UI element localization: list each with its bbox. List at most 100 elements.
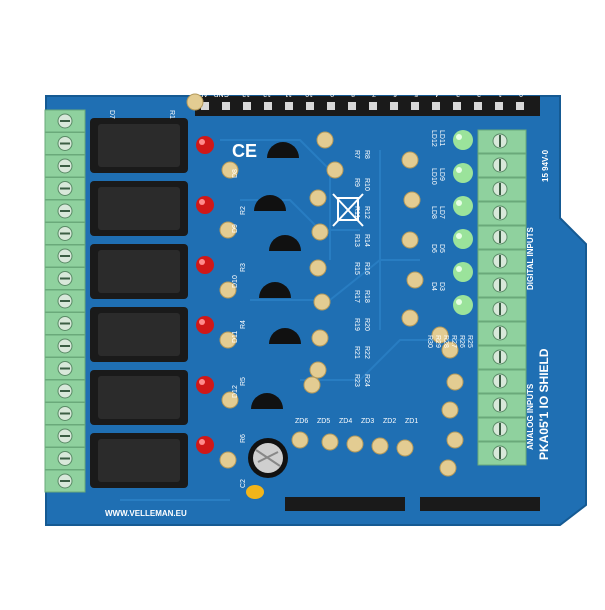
resistor <box>311 223 329 241</box>
ref-label: R1 <box>168 110 175 119</box>
header-pin <box>453 102 461 110</box>
ref-label: D10 <box>232 275 239 288</box>
red-led <box>196 196 214 214</box>
resistor <box>219 281 237 299</box>
header-pin <box>390 102 398 110</box>
ref-label: R26 <box>458 335 465 348</box>
input-terminal-blocks <box>477 129 527 466</box>
resistor <box>303 376 321 394</box>
transistor <box>251 393 283 409</box>
relay-terminal-blocks <box>44 109 86 493</box>
relay-stack <box>90 118 188 488</box>
ref-label: D7 <box>108 110 115 119</box>
header-pin <box>348 102 356 110</box>
green-led <box>453 295 473 315</box>
ref-label: ZD3 <box>361 418 374 425</box>
red-led <box>196 256 214 274</box>
green-led <box>453 163 473 183</box>
resistor <box>431 326 449 344</box>
ref-label: R20 <box>363 318 370 331</box>
resistor <box>311 329 329 347</box>
resistor <box>221 161 239 179</box>
transistor <box>269 235 301 251</box>
ref-label: D6 <box>430 244 437 253</box>
header-pin <box>222 102 230 110</box>
top-header <box>195 96 540 116</box>
ref-label: R7 <box>353 150 360 159</box>
ref-label: R21 <box>353 346 360 359</box>
ref-label: LD9 <box>438 168 445 181</box>
ref-label: D11 <box>232 331 239 343</box>
resistor <box>309 361 327 379</box>
resistor <box>316 131 334 149</box>
electrolytic-capacitor <box>248 438 288 478</box>
input-status-leds <box>453 130 473 315</box>
ref-label: R10 <box>363 178 370 191</box>
bottom-header-power <box>285 497 405 511</box>
header-pin-label: 4 <box>435 90 439 97</box>
header-pin-label: 7 <box>372 90 376 97</box>
header-pin-label: 11 <box>285 90 292 97</box>
red-led <box>196 376 214 394</box>
ref-label: R15 <box>353 262 360 275</box>
header-pin <box>306 102 314 110</box>
resistor <box>401 151 419 169</box>
transistor <box>267 142 299 158</box>
ref-label: LD11 <box>438 130 445 146</box>
ref-label: ZD1 <box>405 418 418 425</box>
header-pin-label: 8 <box>351 90 355 97</box>
resistor <box>446 431 464 449</box>
ref-label: R6 <box>240 434 247 443</box>
resistor <box>186 93 204 111</box>
ref-label: R24 <box>363 374 370 387</box>
ref-label: D9 <box>232 224 239 233</box>
ref-label: R17 <box>353 290 360 303</box>
ref-label: R30 <box>426 335 433 348</box>
ref-label: ZD4 <box>339 418 352 425</box>
header-pin-label: 2 <box>477 90 481 97</box>
ref-label: R22 <box>363 346 370 359</box>
resistor <box>446 373 464 391</box>
resistor <box>291 431 309 449</box>
board-title: PKA05'1 IO SHIELD <box>537 348 551 460</box>
ref-label: LD12 <box>430 130 437 147</box>
analog-inputs-label: ANALOG INPUTS <box>526 383 535 450</box>
resistor <box>326 161 344 179</box>
ul-mark: 15 94V-0 <box>541 149 550 182</box>
header-pin-label: 13 <box>242 90 250 97</box>
header-pin <box>474 102 482 110</box>
transistor <box>269 328 301 344</box>
header-pin-label: AREF <box>189 90 208 97</box>
ref-label: R5 <box>240 377 247 386</box>
resistor <box>396 439 414 457</box>
digital-inputs-label: DIGITAL INPUTS <box>526 227 535 290</box>
red-led <box>196 136 214 154</box>
header-pin <box>327 102 335 110</box>
ref-label: D5 <box>438 244 445 253</box>
header-pin <box>516 102 524 110</box>
header-pin <box>264 102 272 110</box>
header-pin <box>243 102 251 110</box>
header-pin <box>411 102 419 110</box>
header-pin <box>201 102 209 110</box>
resistor <box>221 391 239 409</box>
ref-label: ZD6 <box>295 418 308 425</box>
resistor-array <box>186 93 464 477</box>
resistor <box>313 293 331 311</box>
header-pin <box>432 102 440 110</box>
ref-label: ZD5 <box>317 418 330 425</box>
transistor <box>259 282 291 298</box>
resistor <box>401 309 419 327</box>
ref-label: R12 <box>363 206 370 219</box>
red-led <box>196 316 214 334</box>
header-pin-label: 3 <box>456 90 460 97</box>
green-led <box>453 229 473 249</box>
ref-label: D8 <box>232 169 239 178</box>
ref-label: R25 <box>466 335 473 348</box>
ref-label: D3 <box>438 282 445 291</box>
resistor <box>403 191 421 209</box>
resistor <box>441 341 459 359</box>
resistor <box>219 451 237 469</box>
ref-label: R23 <box>353 374 360 387</box>
